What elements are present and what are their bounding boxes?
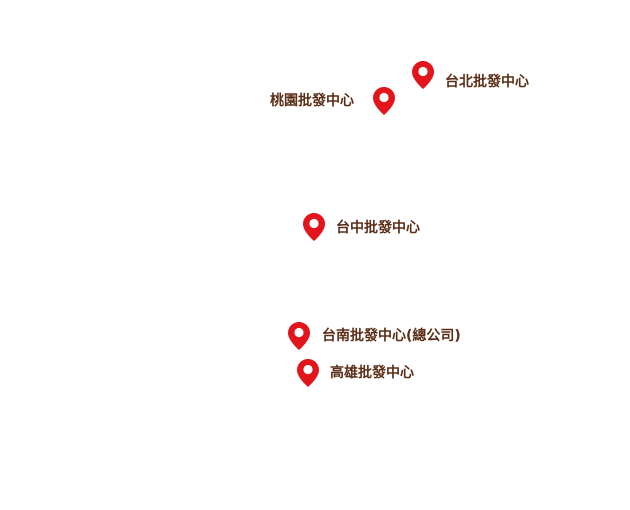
map-pin-icon[interactable] [287, 321, 311, 351]
map-pin-icon[interactable] [302, 212, 326, 242]
location-label-taichung[interactable]: 台中批發中心 [336, 220, 420, 236]
map-pin-icon[interactable] [411, 60, 435, 90]
location-label-kaohsiung[interactable]: 高雄批發中心 [330, 365, 414, 381]
location-label-taoyuan[interactable]: 桃園批發中心 [270, 93, 354, 109]
location-label-taipei[interactable]: 台北批發中心 [445, 74, 529, 90]
map-pin-icon[interactable] [372, 86, 396, 116]
map-pin-icon[interactable] [296, 358, 320, 388]
location-label-tainan-hq[interactable]: 台南批發中心(總公司) [322, 328, 461, 344]
